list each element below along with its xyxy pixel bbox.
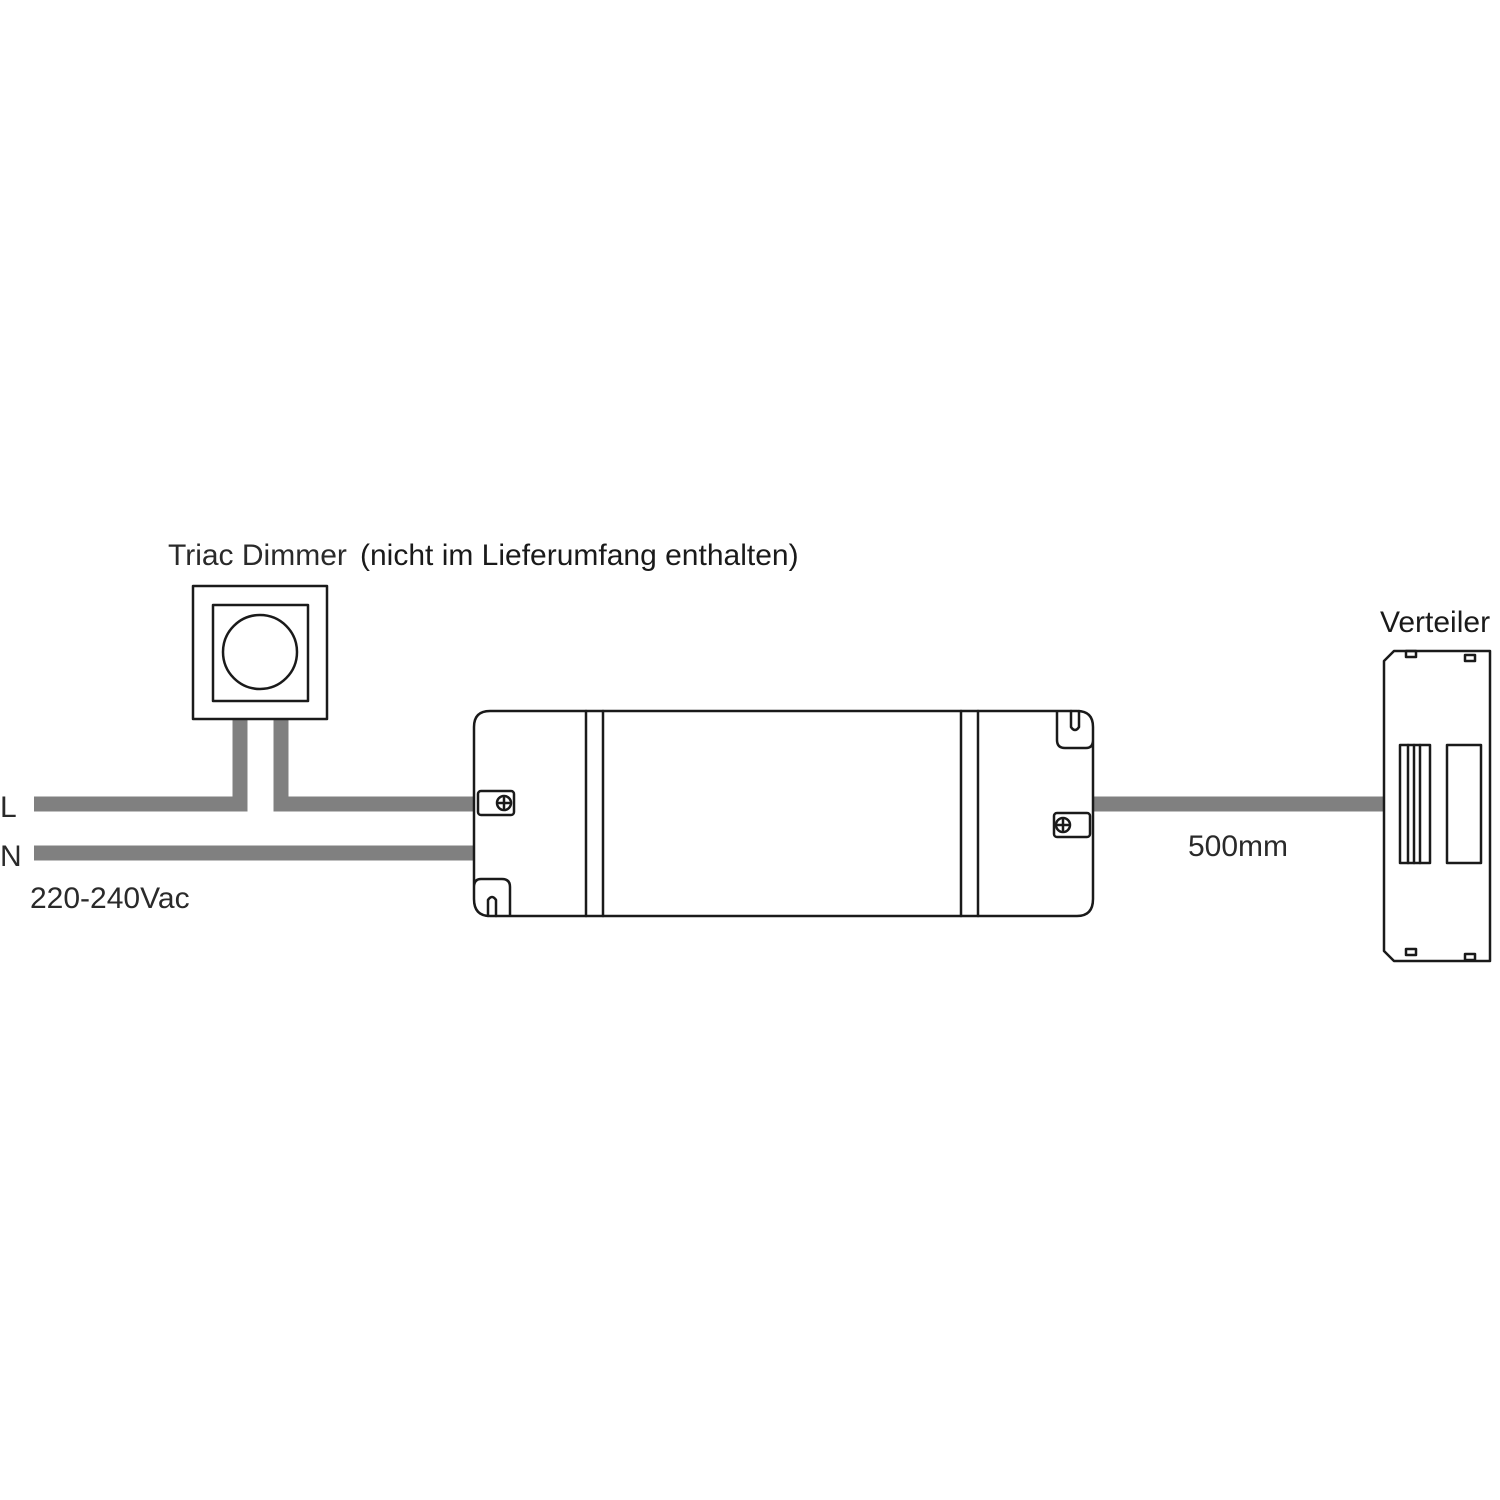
distributor-port <box>1445 743 1483 865</box>
distributor-clip-bottom-right <box>1463 952 1477 962</box>
dimmer-switch <box>191 584 329 721</box>
output-terminal <box>1052 811 1092 839</box>
driver-top-slot <box>1069 709 1081 732</box>
driver-bottom-slot <box>486 895 498 918</box>
dimmer-frame <box>191 584 329 721</box>
output-terminal-block <box>1052 811 1092 839</box>
distributor-clip-top-left <box>1404 649 1418 659</box>
voltage-label: 220-240Vac <box>30 882 190 915</box>
line-wire-in <box>34 719 248 812</box>
dimmer-note-label: (nicht im Lieferumfang enthalten) <box>360 539 799 572</box>
input-terminal-block <box>476 789 516 817</box>
input-terminal <box>476 789 516 817</box>
line-label: L <box>0 791 17 824</box>
dimmer-knob <box>221 613 299 691</box>
line-wire-out <box>273 719 474 812</box>
distributor-clip-bottom-left <box>1404 947 1418 957</box>
wires <box>34 719 1385 861</box>
dimmer-plate <box>211 603 310 703</box>
led-driver <box>472 709 1095 918</box>
cable-length-label: 500mm <box>1188 830 1288 863</box>
distributor-housing <box>1382 649 1492 963</box>
neutral-label: N <box>0 840 22 873</box>
output-screw-icon <box>1054 816 1072 834</box>
dimmer-label: Triac Dimmer <box>168 539 347 572</box>
driver-housing <box>472 709 1095 918</box>
distributor-box <box>1382 649 1492 963</box>
distributor-clip-top-right <box>1463 653 1477 663</box>
distributor-label: Verteiler <box>1380 606 1490 639</box>
input-screw-icon <box>495 794 513 812</box>
